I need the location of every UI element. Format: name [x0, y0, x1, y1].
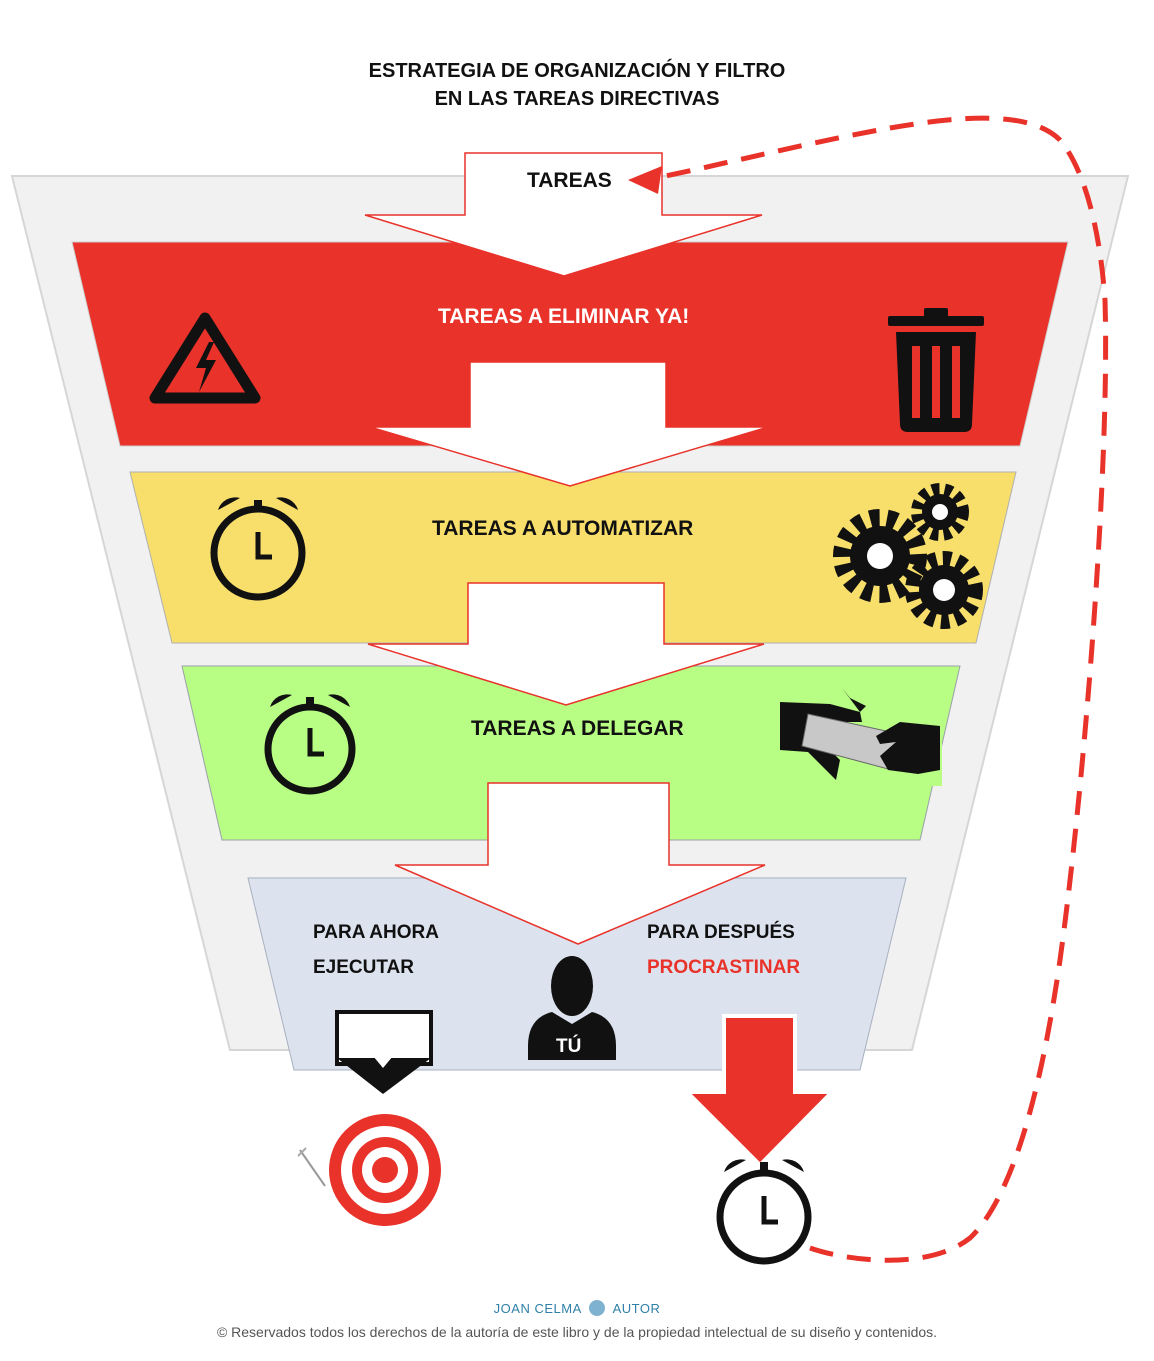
brand-role: AUTOR — [612, 1301, 661, 1316]
brand-logo-icon — [589, 1300, 606, 1316]
level-label-eliminar: TAREAS A ELIMINAR YA! — [438, 305, 690, 328]
arrow-green-to-bottom — [394, 782, 766, 945]
execute-arrow-icon — [335, 1010, 433, 1094]
arrow-red-to-yellow — [369, 361, 769, 487]
footer-brand: JOAN CELMA AUTOR — [0, 1300, 1154, 1316]
arrow-yellow-to-green — [367, 582, 765, 706]
target-icon — [297, 1114, 441, 1226]
arrow-into-funnel — [364, 152, 763, 277]
alarm-clock-icon — [264, 694, 356, 795]
alarm-clock-icon — [210, 497, 306, 601]
level-delegar — [181, 665, 961, 841]
input-label: TAREAS — [527, 169, 612, 192]
now-label: PARA AHORA — [313, 922, 439, 943]
copyright: © Reservados todos los derechos de la au… — [216, 1324, 938, 1340]
warning-icon — [149, 312, 261, 404]
handoff-icon — [778, 686, 942, 786]
alarm-clock-icon — [716, 1159, 812, 1265]
person-icon — [528, 956, 616, 1060]
level-eliminar — [71, 241, 1069, 447]
gears-icon — [833, 483, 983, 629]
level-label-delegar: TAREAS A DELEGAR — [471, 717, 684, 740]
trash-icon — [888, 308, 984, 432]
execute-label: EJECUTAR — [313, 957, 414, 978]
later-label: PARA DESPUÉS — [647, 922, 795, 943]
feedback-loop — [644, 115, 1109, 1263]
title-line-1: ESTRATEGIA DE ORGANIZACIÓN Y FILTRO — [368, 60, 786, 82]
level-automatizar — [129, 471, 1017, 644]
brand-name: JOAN CELMA — [493, 1301, 582, 1316]
loop-arrowhead — [628, 166, 662, 194]
person-label: TÚ — [556, 1036, 582, 1057]
procrastinate-arrow — [682, 1014, 837, 1168]
procrastinate-label: PROCRASTINAR — [647, 957, 801, 978]
level-label-automatizar: TAREAS A AUTOMATIZAR — [432, 517, 694, 540]
title-line-2: EN LAS TAREAS DIRECTIVAS — [434, 88, 720, 110]
